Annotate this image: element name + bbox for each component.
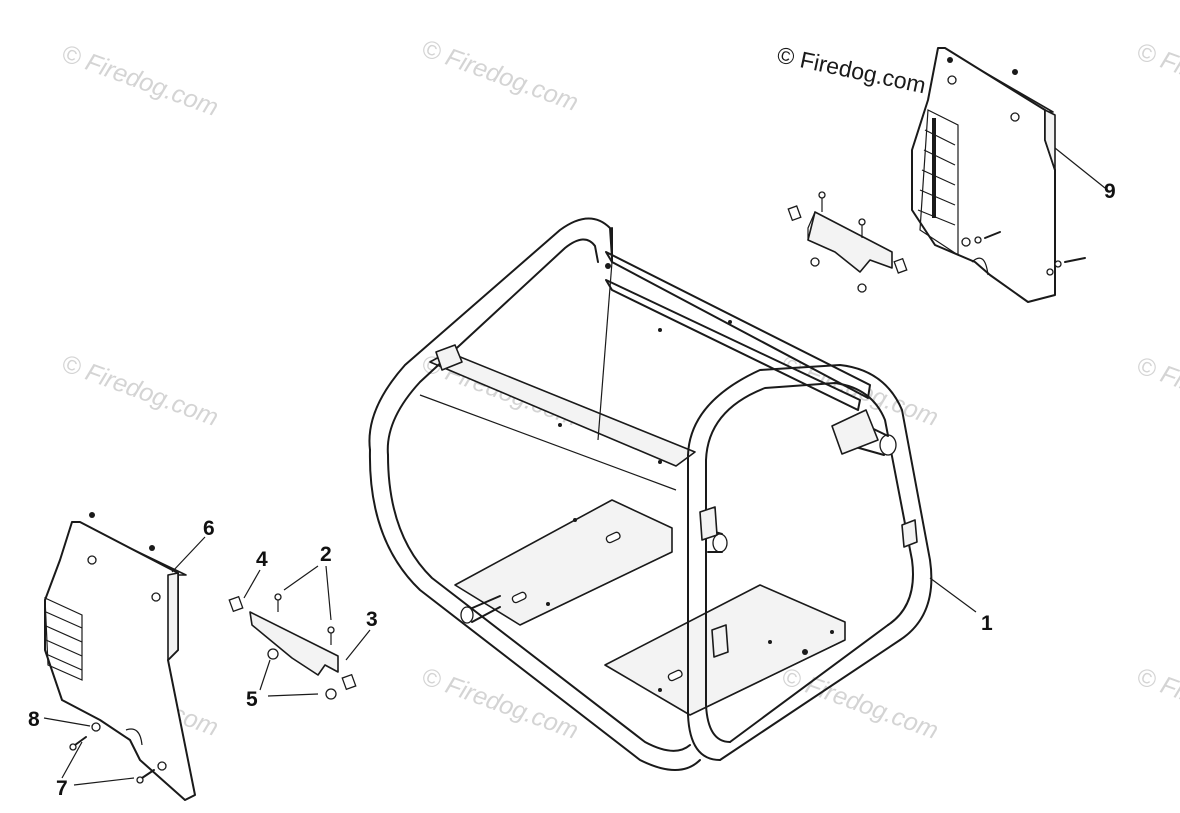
watermark: © Firedog.com xyxy=(58,349,222,432)
washer xyxy=(91,722,101,732)
watermark: © Firedog.com xyxy=(778,662,942,745)
right-mounting-bracket xyxy=(807,211,893,273)
frame-tube-left-outer xyxy=(368,217,613,451)
right-side-cover xyxy=(911,47,1056,303)
watermark-primary: © Firedog.com xyxy=(775,41,928,98)
callout-4: 4 xyxy=(256,548,268,571)
callout-7: 7 xyxy=(56,777,68,800)
frame-tube-right-inner xyxy=(705,382,914,626)
clip-nut xyxy=(341,673,357,691)
frame-mounting-tab xyxy=(711,624,729,658)
frame-tube-left-inner xyxy=(386,238,599,456)
cover-vent-left xyxy=(44,597,83,681)
callout-labels: 1 2 3 4 5 6 7 8 9 xyxy=(28,180,1116,800)
callout-5: 5 xyxy=(246,688,258,711)
side-cover-panel-left xyxy=(44,521,196,801)
cover-vent-right xyxy=(917,109,959,257)
watermark: © Firedog.com xyxy=(1133,37,1180,120)
frame-mounting-tab xyxy=(901,519,918,548)
left-bracket-assembly xyxy=(69,593,357,784)
frame-mounting-tab xyxy=(699,506,718,541)
left-side-cover xyxy=(44,512,196,801)
callout-3: 3 xyxy=(366,608,378,631)
watermark: © Firedog.com xyxy=(58,39,222,122)
frame-stub-tube xyxy=(712,533,728,553)
watermark: © Firedog.com xyxy=(418,34,582,117)
watermark: © Firedog.com xyxy=(1133,351,1180,434)
frame-rear-rail-lower xyxy=(605,279,861,411)
washer xyxy=(157,761,167,771)
frame-rear-rail xyxy=(605,251,871,399)
nut xyxy=(325,688,337,700)
left-mounting-bracket xyxy=(249,611,339,676)
callout-1: 1 xyxy=(981,612,993,635)
callout-6: 6 xyxy=(203,517,215,540)
leader-lines xyxy=(43,147,1106,786)
callout-8: 8 xyxy=(28,708,40,731)
frame-front-rail xyxy=(429,351,696,467)
frame-base-plate-left xyxy=(454,499,673,626)
frame-stub-tube xyxy=(879,434,897,456)
right-bracket-assembly xyxy=(787,191,1086,293)
callout-2: 2 xyxy=(320,543,332,566)
watermark: © Firedog.com xyxy=(1133,662,1180,745)
frame-assembly xyxy=(368,217,933,771)
nut xyxy=(267,648,279,660)
frame-mounting-tab xyxy=(435,344,463,371)
clip-nut xyxy=(228,595,244,613)
frame-tube-right-outer xyxy=(687,364,933,641)
callout-9: 9 xyxy=(1104,180,1116,203)
